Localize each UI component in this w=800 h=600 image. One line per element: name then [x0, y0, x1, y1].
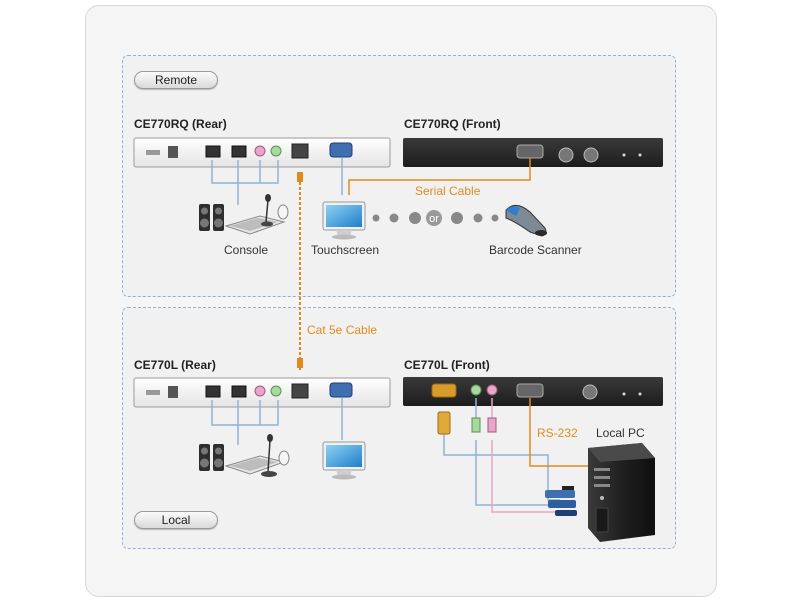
local-pc-label: Local PC — [596, 426, 645, 440]
usb-port-icon — [231, 145, 247, 158]
ce770l-rear-device — [133, 377, 391, 408]
rj45-port-icon — [291, 143, 309, 159]
touchscreen-icon — [322, 201, 366, 240]
ce770rq-rear-device — [133, 137, 391, 168]
rs232-label: RS-232 — [537, 426, 578, 440]
ce770l-rear-title: CE770L (Rear) — [134, 358, 216, 372]
or-text: or — [429, 213, 439, 225]
audio-plug-icon — [487, 417, 497, 433]
local-console-connectors — [211, 398, 343, 445]
or-dots — [372, 210, 499, 226]
ce770rq-front-device — [403, 138, 663, 167]
serial-cable-line — [348, 158, 531, 195]
ce770rq-front-title: CE770RQ (Front) — [404, 117, 501, 131]
local-section-box — [122, 307, 676, 549]
remote-section-box — [122, 55, 676, 297]
audio-port-icon — [254, 145, 266, 157]
vga-port-icon — [329, 142, 353, 158]
touchscreen-label: Touchscreen — [311, 243, 380, 257]
serial-port-icon — [516, 144, 544, 159]
local-front-plugs — [437, 411, 497, 435]
cat5e-cable-label: Cat 5e Cable — [307, 323, 378, 337]
audio-plug-icon — [471, 417, 481, 433]
barcode-scanner-label: Barcode Scanner — [489, 243, 582, 257]
power-jack-icon — [168, 146, 178, 158]
console-label: Console — [224, 243, 269, 257]
ce770l-front-device — [403, 377, 663, 406]
barcode-scanner-icon — [505, 205, 547, 237]
local-monitor-icon — [322, 441, 366, 480]
audio-port-icon — [270, 145, 282, 157]
pc-plugs-cluster — [545, 486, 577, 516]
serial-cable-label: Serial Cable — [415, 184, 481, 198]
cat5e-cable-line — [297, 172, 303, 370]
ce770l-front-title: CE770L (Front) — [404, 358, 490, 372]
local-pc-icon — [588, 443, 655, 542]
local-label: Local — [134, 511, 218, 529]
vga-plug-icon — [437, 411, 451, 435]
usb-port-icon — [205, 145, 221, 158]
ce770rq-rear-title: CE770RQ (Rear) — [134, 117, 227, 131]
local-console-icon — [199, 434, 290, 477]
remote-label: Remote — [134, 71, 218, 89]
console-icon — [199, 194, 289, 235]
remote-console-connectors — [211, 158, 343, 205]
